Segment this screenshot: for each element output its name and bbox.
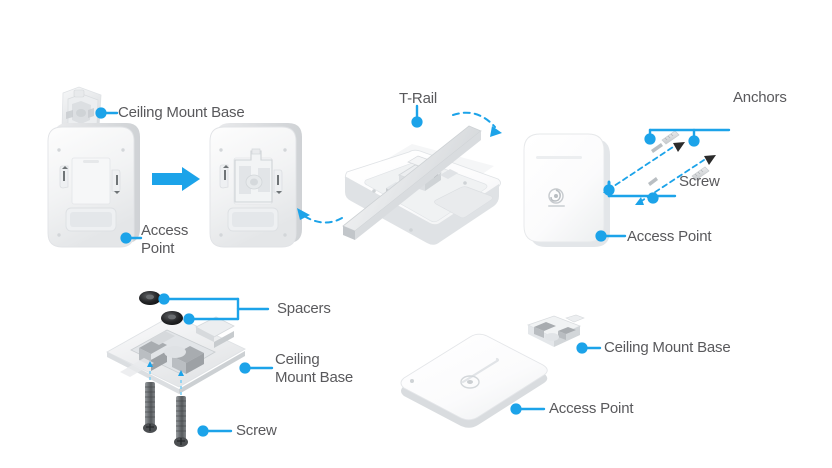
- label-access-point-2: Access Point: [627, 228, 712, 245]
- label-screw-1: Screw: [679, 173, 720, 190]
- screw-part-1: [651, 143, 663, 153]
- callout-t-rail[interactable]: [411, 104, 423, 128]
- callout-ceiling-mount-base-1[interactable]: [95, 107, 119, 119]
- anchors-and-screws: [648, 130, 710, 186]
- screw-part-2: [648, 177, 658, 186]
- label-t-rail: T-Rail: [399, 90, 437, 107]
- callout-access-point-2[interactable]: [595, 230, 627, 242]
- anchor-insert-arrow-1: [603, 142, 685, 193]
- anchor-part-2: [691, 166, 710, 181]
- label-ceiling-mount-base-3: Ceiling Mount Base: [604, 339, 731, 356]
- label-ceiling-mount-base-2-line1: Ceiling: [275, 351, 320, 368]
- screw-guide-arrow-1: [147, 361, 153, 367]
- label-spacers: Spacers: [277, 300, 331, 317]
- callout-ceiling-mount-base-2[interactable]: [239, 362, 274, 374]
- callout-access-point-3[interactable]: [510, 403, 546, 415]
- spacer-part-2: [161, 311, 183, 325]
- label-access-point-3: Access Point: [549, 400, 634, 417]
- curved-arrow-right-icon: [452, 111, 502, 137]
- access-point-flat-bottom: [400, 333, 548, 428]
- screw-part-long-2: [174, 396, 188, 447]
- callout-access-point-1[interactable]: [120, 232, 143, 244]
- t-rail-bar: [342, 125, 482, 240]
- access-point-front-right: [523, 133, 610, 247]
- access-point-rear-left: [47, 123, 140, 248]
- access-point-rear-with-base: [209, 123, 302, 248]
- callout-screw-1[interactable]: [603, 180, 677, 204]
- ceiling-mount-base-attached: [234, 148, 273, 203]
- anchor-part-1: [661, 130, 680, 145]
- brand-logo-flat-icon: [460, 375, 480, 389]
- t-rail-assembly: [342, 125, 501, 245]
- screw-guide-arrow-2: [178, 370, 184, 376]
- label-screw-2: Screw: [236, 422, 277, 439]
- ceiling-mount-base-plate: [106, 314, 246, 394]
- spacer-part-1: [139, 291, 161, 305]
- curved-arrow-left-icon: [297, 208, 343, 224]
- forward-arrow-icon: [152, 167, 200, 191]
- callout-anchors[interactable]: [644, 128, 731, 147]
- brand-logo-icon: [548, 188, 565, 207]
- label-ceiling-mount-base-1: Ceiling Mount Base: [118, 104, 245, 121]
- screw-part-long-1: [143, 382, 157, 433]
- label-anchors: Anchors: [733, 89, 787, 106]
- label-access-point-1-line1: Access: [141, 222, 189, 239]
- ceiling-mount-base-small-2: [526, 314, 585, 347]
- callout-spacers[interactable]: [158, 293, 270, 325]
- label-access-point-1-line2: Point: [141, 240, 175, 257]
- callout-screw-2[interactable]: [197, 425, 233, 437]
- callout-ceiling-mount-base-3[interactable]: [576, 342, 602, 354]
- label-ceiling-mount-base-2-line2: Mount Base: [275, 369, 354, 386]
